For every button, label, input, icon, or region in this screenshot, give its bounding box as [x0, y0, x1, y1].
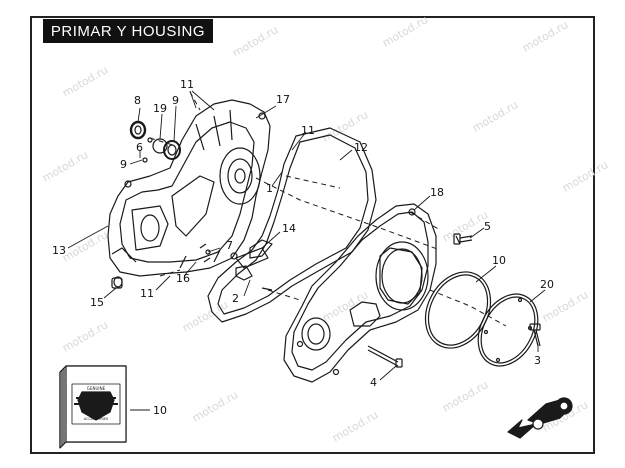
callout-13: 13	[52, 244, 66, 257]
motorcycle-direction-icon	[507, 397, 573, 439]
callout-14: 14	[282, 222, 296, 235]
callout-19: 19	[153, 102, 167, 115]
callout-15: 15	[90, 296, 104, 309]
parts-book[interactable]	[59, 365, 127, 449]
inner-primary-housing[interactable]	[107, 99, 271, 277]
derby-cover[interactable]	[466, 284, 549, 376]
callout-4: 4	[370, 376, 377, 389]
callout-labels: 11 8 19 9 17 6 9 11 12 1 18 5 13 7 14 16…	[52, 78, 554, 417]
callout-20: 20	[540, 278, 554, 291]
fastener-parts[interactable]	[111, 233, 541, 368]
callout-16: 16	[176, 272, 190, 285]
callout-6: 6	[136, 141, 143, 154]
seal-bearing-parts[interactable]	[129, 120, 181, 163]
callout-8: 8	[134, 94, 141, 107]
derby-gasket[interactable]	[413, 261, 504, 360]
housing-gasket[interactable]	[207, 127, 377, 323]
primary-cover[interactable]	[283, 203, 437, 383]
callout-9: 9	[172, 94, 179, 107]
book-emblem-top: GENUINE	[87, 386, 106, 391]
callout-11: 11	[180, 78, 194, 91]
callout-7: 7	[226, 239, 233, 252]
leader-lines	[67, 90, 546, 411]
callout-9b: 9	[120, 158, 127, 171]
callout-3: 3	[534, 354, 541, 367]
callout-12: 12	[354, 141, 368, 154]
callout-1: 1	[266, 182, 273, 195]
callout-2: 2	[232, 292, 239, 305]
callout-11b: 11	[301, 124, 315, 137]
assembly-lines	[149, 91, 507, 327]
bracket-part[interactable]	[235, 247, 269, 269]
book-emblem-bottom: ACCESSORIES	[84, 417, 109, 421]
callout-5: 5	[484, 220, 491, 233]
callout-17: 17	[276, 93, 290, 106]
callout-10: 10	[492, 254, 506, 267]
callout-10b: 10	[153, 404, 167, 417]
callout-11c: 11	[140, 287, 154, 300]
callout-18: 18	[430, 186, 444, 199]
diagram-title: PRIMAR Y HOUSING	[43, 19, 213, 43]
